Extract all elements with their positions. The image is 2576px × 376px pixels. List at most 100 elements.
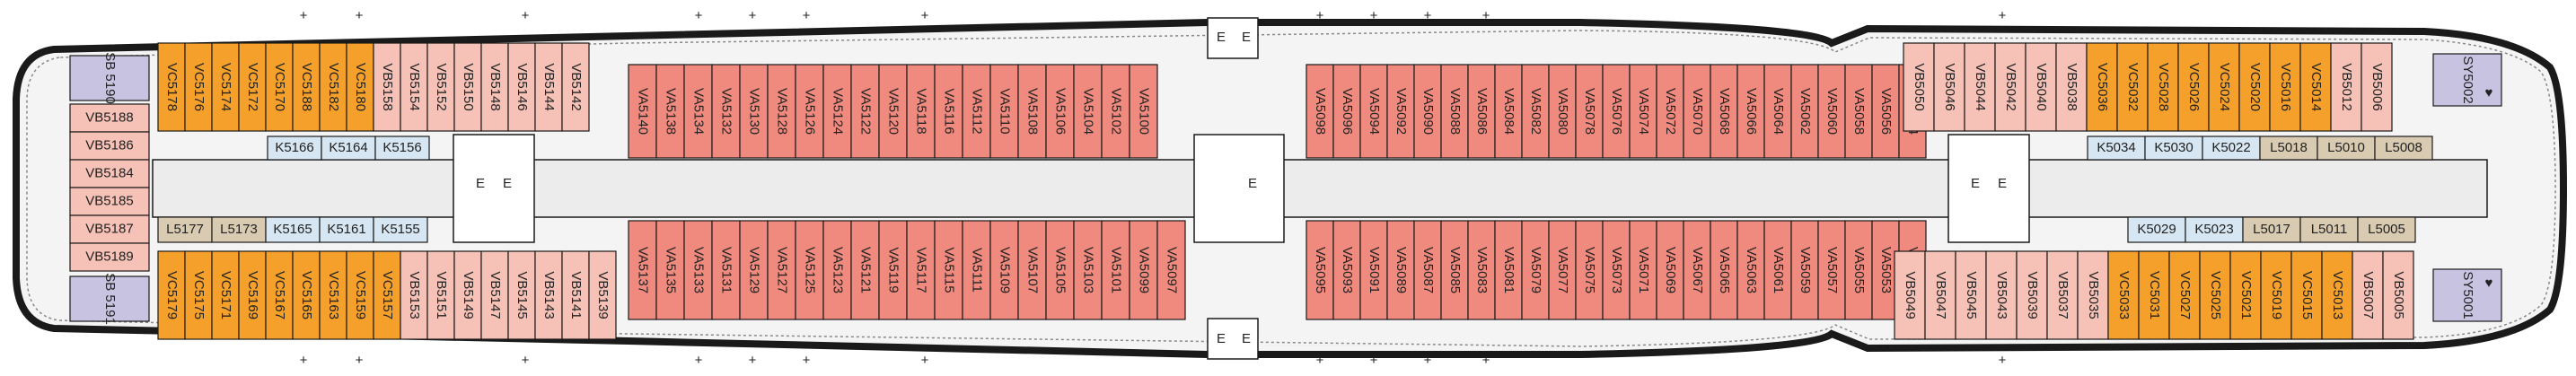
aft-upper-vc5172[interactable]: VC5172 <box>238 42 267 132</box>
aft-upper-vc5180[interactable]: VC5180 <box>346 42 374 132</box>
mid-lower-a-va5097[interactable]: VA5097 <box>1156 220 1186 320</box>
suite-sy5001[interactable]: SY5001 <box>2432 268 2502 322</box>
mid-lower-a-va5103[interactable]: VA5103 <box>1073 220 1103 320</box>
mid-upper-a-va5112[interactable]: VA5112 <box>962 64 991 159</box>
stern-vb5184[interactable]: VB5184 <box>69 159 150 188</box>
aft-inside-bottom-k5165[interactable]: K5165 <box>265 216 321 243</box>
mid-upper-b-va5062[interactable]: VA5062 <box>1790 64 1819 159</box>
fore-inside-top-l5018[interactable]: L5018 <box>2259 136 2318 161</box>
mid-lower-a-va5123[interactable]: VA5123 <box>822 220 852 320</box>
mid-lower-b-va5067[interactable]: VA5067 <box>1683 220 1711 320</box>
mid-upper-b-va5076[interactable]: VA5076 <box>1602 64 1631 159</box>
mid-lower-b-va5077[interactable]: VA5077 <box>1548 220 1577 320</box>
aft-upper-vb5152[interactable]: VB5152 <box>426 42 455 132</box>
mid-upper-a-va5100[interactable]: VA5100 <box>1129 64 1158 159</box>
mid-upper-b-va5092[interactable]: VA5092 <box>1386 64 1415 159</box>
mid-upper-a-va5134[interactable]: VA5134 <box>683 64 713 159</box>
mid-upper-b-va5064[interactable]: VA5064 <box>1763 64 1792 159</box>
mid-upper-a-va5132[interactable]: VA5132 <box>711 64 741 159</box>
mid-upper-b-va5066[interactable]: VA5066 <box>1736 64 1765 159</box>
mid-upper-b-va5094[interactable]: VA5094 <box>1359 64 1388 159</box>
stern-vb5186[interactable]: VB5186 <box>69 131 150 161</box>
mid-lower-b-va5091[interactable]: VA5091 <box>1359 220 1388 320</box>
mid-lower-b-va5065[interactable]: VA5065 <box>1710 220 1738 320</box>
aft-lower-vb5147[interactable]: VB5147 <box>480 250 509 340</box>
aft-upper-vc5174[interactable]: VC5174 <box>211 42 240 132</box>
mid-upper-b-va5072[interactable]: VA5072 <box>1656 64 1684 159</box>
mid-upper-a-va5110[interactable]: VA5110 <box>989 64 1019 159</box>
fore-lower-vc5033[interactable]: VC5033 <box>2107 250 2140 340</box>
aft-lower-vc5169[interactable]: VC5169 <box>238 250 267 340</box>
suite-sy5002[interactable]: SY5002 <box>2432 53 2502 107</box>
aft-lower-vc5175[interactable]: VC5175 <box>184 250 213 340</box>
mid-upper-a-va5138[interactable]: VA5138 <box>655 64 685 159</box>
mid-lower-b-va5083[interactable]: VA5083 <box>1467 220 1496 320</box>
fore-lower-vb5049[interactable]: VB5049 <box>1894 250 1926 340</box>
mid-upper-a-va5108[interactable]: VA5108 <box>1017 64 1047 159</box>
fore-inside-bottom-k5029[interactable]: K5029 <box>2127 216 2186 243</box>
aft-upper-vc5178[interactable]: VC5178 <box>157 42 186 132</box>
mid-upper-b-va5086[interactable]: VA5086 <box>1467 64 1496 159</box>
mid-upper-a-va5120[interactable]: VA5120 <box>878 64 908 159</box>
mid-lower-b-va5095[interactable]: VA5095 <box>1306 220 1334 320</box>
mid-lower-b-va5089[interactable]: VA5089 <box>1386 220 1415 320</box>
fore-lower-vc5031[interactable]: VC5031 <box>2138 250 2170 340</box>
fore-lower-vb5045[interactable]: VB5045 <box>1955 250 1987 340</box>
fore-lower-vb5037[interactable]: VB5037 <box>2046 250 2079 340</box>
aft-inside-bottom-k5161[interactable]: K5161 <box>319 216 374 243</box>
aft-lower-vc5163[interactable]: VC5163 <box>319 250 347 340</box>
stern-vb5188[interactable]: VB5188 <box>69 103 150 133</box>
mid-upper-a-va5126[interactable]: VA5126 <box>795 64 824 159</box>
mid-lower-b-va5075[interactable]: VA5075 <box>1575 220 1604 320</box>
aft-upper-vc5182[interactable]: VC5182 <box>319 42 347 132</box>
mid-upper-b-va5070[interactable]: VA5070 <box>1683 64 1711 159</box>
fore-inside-bottom-k5023[interactable]: K5023 <box>2185 216 2244 243</box>
aft-lower-vb5141[interactable]: VB5141 <box>561 250 590 340</box>
mid-lower-b-va5055[interactable]: VA5055 <box>1844 220 1873 320</box>
mid-upper-a-va5116[interactable]: VA5116 <box>934 64 963 159</box>
mid-upper-a-va5140[interactable]: VA5140 <box>628 64 657 159</box>
mid-lower-a-va5109[interactable]: VA5109 <box>989 220 1019 320</box>
mid-upper-a-va5128[interactable]: VA5128 <box>767 64 796 159</box>
mid-upper-a-va5130[interactable]: VA5130 <box>739 64 769 159</box>
mid-lower-a-va5135[interactable]: VA5135 <box>655 220 685 320</box>
fore-upper-vb5038[interactable]: VB5038 <box>2055 42 2088 132</box>
mid-upper-b-va5074[interactable]: VA5074 <box>1629 64 1657 159</box>
fore-lower-vb5039[interactable]: VB5039 <box>2016 250 2048 340</box>
aft-lower-vc5157[interactable]: VC5157 <box>373 250 401 340</box>
fore-upper-vc5020[interactable]: VC5020 <box>2238 42 2271 132</box>
fore-lower-vb5043[interactable]: VB5043 <box>1985 250 2018 340</box>
mid-lower-a-va5119[interactable]: VA5119 <box>878 220 908 320</box>
aft-lower-vb5145[interactable]: VB5145 <box>507 250 536 340</box>
fore-upper-vc5016[interactable]: VC5016 <box>2269 42 2301 132</box>
mid-lower-a-va5129[interactable]: VA5129 <box>739 220 769 320</box>
mid-lower-a-va5107[interactable]: VA5107 <box>1017 220 1047 320</box>
mid-upper-b-va5078[interactable]: VA5078 <box>1575 64 1604 159</box>
fore-lower-vc5025[interactable]: VC5025 <box>2199 250 2231 340</box>
mid-upper-b-va5056[interactable]: VA5056 <box>1871 64 1900 159</box>
fore-lower-vb5007[interactable]: VB5007 <box>2352 250 2384 340</box>
mid-upper-b-va5084[interactable]: VA5084 <box>1494 64 1523 159</box>
fore-upper-vb5042[interactable]: VB5042 <box>1994 42 2027 132</box>
mid-lower-a-va5099[interactable]: VA5099 <box>1129 220 1158 320</box>
aft-lower-vb5151[interactable]: VB5151 <box>426 250 455 340</box>
fore-upper-vb5050[interactable]: VB5050 <box>1903 42 1935 132</box>
mid-lower-b-va5085[interactable]: VA5085 <box>1440 220 1469 320</box>
suite-sb5190[interactable]: SB 5190 <box>69 52 150 104</box>
aft-lower-vb5139[interactable]: VB5139 <box>588 250 617 340</box>
mid-lower-b-va5059[interactable]: VA5059 <box>1790 220 1819 320</box>
suite-sb5191[interactable]: SB 5191 <box>69 273 150 325</box>
mid-lower-a-va5101[interactable]: VA5101 <box>1101 220 1130 320</box>
mid-lower-b-va5061[interactable]: VA5061 <box>1763 220 1792 320</box>
fore-lower-vc5021[interactable]: VC5021 <box>2229 250 2262 340</box>
mid-lower-b-va5073[interactable]: VA5073 <box>1602 220 1631 320</box>
aft-lower-vc5165[interactable]: VC5165 <box>292 250 321 340</box>
aft-inside-bottom-l5177[interactable]: L5177 <box>157 216 213 243</box>
aft-upper-vb5146[interactable]: VB5146 <box>507 42 536 132</box>
mid-lower-b-va5087[interactable]: VA5087 <box>1413 220 1442 320</box>
mid-upper-a-va5104[interactable]: VA5104 <box>1073 64 1103 159</box>
fore-upper-vc5026[interactable]: VC5026 <box>2177 42 2210 132</box>
mid-lower-a-va5133[interactable]: VA5133 <box>683 220 713 320</box>
mid-upper-b-va5088[interactable]: VA5088 <box>1440 64 1469 159</box>
fore-inside-top-k5034[interactable]: K5034 <box>2087 136 2146 161</box>
